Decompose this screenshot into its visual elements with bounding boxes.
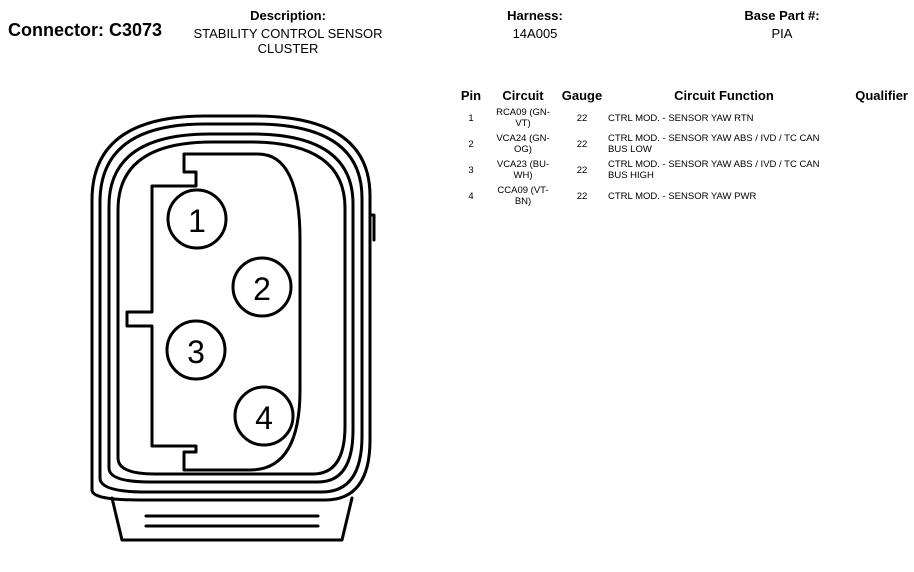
cell-circuit: CCA09 (VT-BN) (497, 185, 549, 207)
cell-pin: 3 (468, 164, 474, 176)
connector-pin-cavity (125, 152, 302, 472)
cell-pin: 1 (468, 112, 474, 124)
cell-function: CTRL MOD. - SENSOR YAW ABS / IVD / TC CA… (608, 159, 820, 181)
col-header-pin: Pin (460, 88, 482, 103)
col-header-circuit: Circuit (502, 88, 544, 103)
cell-gauge: 22 (576, 190, 588, 202)
cell-pin: 2 (468, 138, 474, 150)
table-row: 2 VCA24 (GN-OG) 22 CTRL MOD. - SENSOR YA… (454, 133, 910, 159)
cell-function: CTRL MOD. - SENSOR YAW RTN (608, 112, 754, 124)
connector-right-edge (368, 213, 376, 242)
connector-title: Connector: C3073 (8, 20, 162, 41)
pin-1-label: 1 (188, 203, 206, 239)
pin-3-circle (165, 319, 227, 381)
cell-function: CTRL MOD. - SENSOR YAW ABS / IVD / TC CA… (608, 133, 820, 155)
table-row: 4 CCA09 (VT-BN) 22 CTRL MOD. - SENSOR YA… (454, 185, 910, 211)
cell-gauge: 22 (576, 164, 588, 176)
table-row: 3 VCA23 (BU-WH) 22 CTRL MOD. - SENSOR YA… (454, 159, 910, 185)
col-header-qualifier: Qualifier (855, 88, 908, 103)
pin-1-circle (166, 188, 228, 250)
pin-4-label: 4 (255, 400, 273, 436)
connector-label: Connector: (8, 20, 104, 40)
connector-latch-skirt (110, 496, 354, 542)
pin-3-label: 3 (187, 334, 205, 370)
table-header-row: Pin Circuit Gauge Circuit Function Quali… (454, 87, 910, 107)
harness-value: 14A005 (512, 26, 558, 41)
pin-cavities (165, 188, 295, 447)
harness-block: Harness: 14A005 (480, 8, 590, 41)
connector-housing-ring-3 (107, 132, 355, 484)
pin-4-circle (233, 385, 295, 447)
description-block: Description: STABILITY CONTROL SENSOR CL… (178, 8, 398, 56)
col-header-function: Circuit Function (674, 88, 774, 103)
base-part-value: PIA (771, 26, 793, 41)
description-value: STABILITY CONTROL SENSOR CLUSTER (193, 26, 383, 56)
cell-circuit: VCA24 (GN-OG) (496, 133, 550, 155)
connector-housing-ring-4 (116, 140, 347, 476)
harness-label: Harness: (507, 8, 563, 23)
cell-circuit: RCA09 (GN-VT) (496, 107, 550, 129)
cell-gauge: 22 (576, 112, 588, 124)
connector-id: C3073 (109, 20, 163, 40)
pin-2-circle (231, 256, 293, 318)
cell-function: CTRL MOD. - SENSOR YAW PWR (608, 190, 757, 202)
pinout-table: Pin Circuit Gauge Circuit Function Quali… (454, 87, 910, 211)
cell-circuit: VCA23 (BU-WH) (496, 159, 550, 181)
pin-2-label: 2 (253, 271, 271, 307)
connector-housing-ring-2 (98, 122, 364, 494)
cell-gauge: 22 (576, 138, 588, 150)
description-label: Description: (250, 8, 326, 23)
col-header-gauge: Gauge (561, 88, 603, 103)
connector-latch-lines (144, 514, 320, 528)
connector-outer-housing (90, 114, 372, 502)
cell-pin: 4 (468, 190, 474, 202)
base-part-block: Base Part #: PIA (722, 8, 842, 41)
base-part-label: Base Part #: (744, 8, 820, 23)
table-row: 1 RCA09 (GN-VT) 22 CTRL MOD. - SENSOR YA… (454, 107, 910, 133)
